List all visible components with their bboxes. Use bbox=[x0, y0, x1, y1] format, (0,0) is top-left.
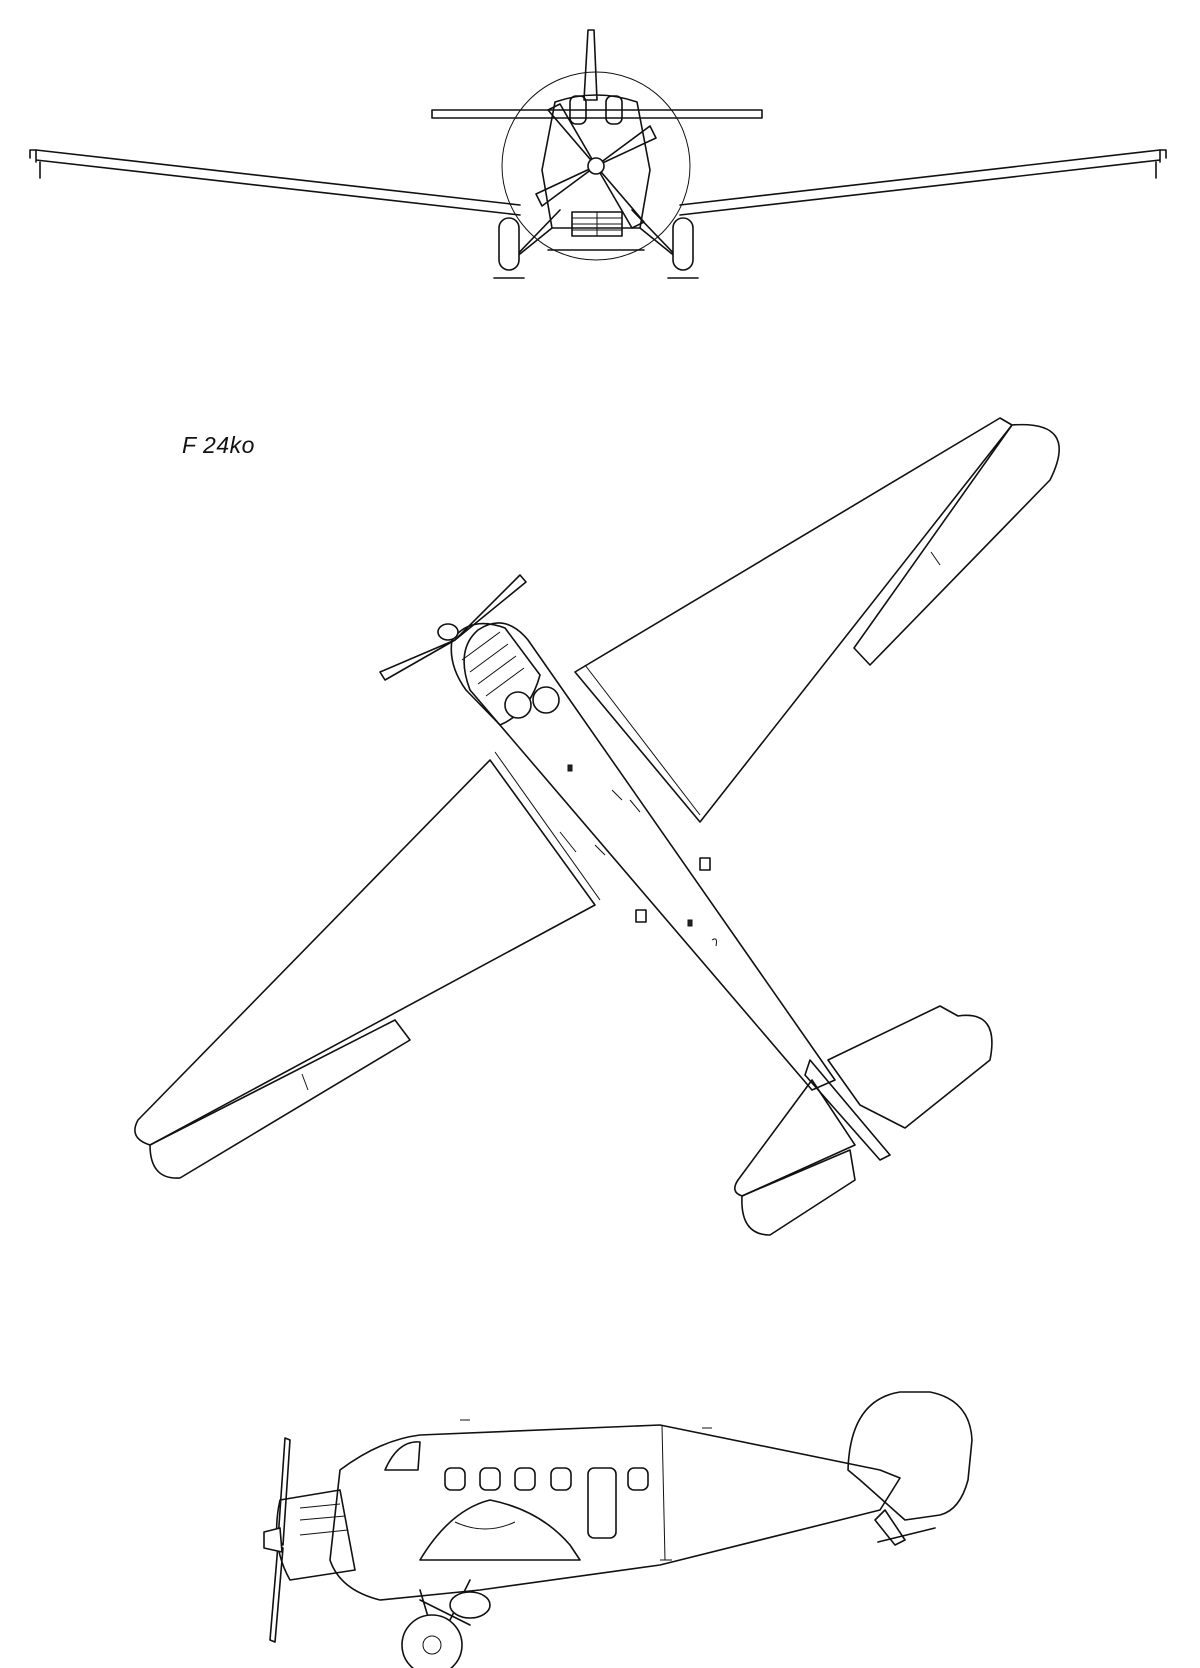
top-left-stabilizer bbox=[734, 1079, 856, 1197]
top-right-stabilizer bbox=[827, 1005, 993, 1129]
top-right-wing bbox=[574, 417, 1013, 823]
side-wing-root bbox=[419, 1499, 581, 1561]
front-prop-blade-3 bbox=[595, 125, 657, 167]
front-left-wheel bbox=[498, 217, 520, 271]
side-tail-skid bbox=[874, 1509, 906, 1546]
side-main-wheel bbox=[401, 1614, 463, 1668]
front-prop-blade-4 bbox=[535, 165, 597, 207]
side-spinner bbox=[263, 1527, 283, 1553]
top-prop-blade-1 bbox=[379, 639, 456, 681]
top-left-elevator bbox=[741, 1149, 856, 1236]
front-left-wing bbox=[35, 149, 521, 216]
side-window-2 bbox=[479, 1467, 501, 1491]
side-view bbox=[263, 1391, 973, 1668]
side-fin-rudder bbox=[847, 1391, 973, 1521]
side-door bbox=[587, 1467, 617, 1539]
front-right-wheel bbox=[672, 217, 694, 271]
top-left-aileron bbox=[149, 1019, 411, 1179]
front-right-wing bbox=[679, 149, 1161, 216]
top-fuselage bbox=[463, 622, 836, 1091]
side-fuselage bbox=[329, 1424, 901, 1601]
top-rudder bbox=[804, 1059, 891, 1161]
top-view bbox=[134, 417, 1060, 1236]
front-propeller-disc bbox=[501, 71, 691, 261]
side-window-4 bbox=[550, 1467, 572, 1491]
front-spinner bbox=[587, 157, 605, 175]
front-fin bbox=[583, 29, 598, 101]
side-engine-cowling bbox=[275, 1489, 356, 1581]
top-right-aileron bbox=[853, 423, 1060, 666]
front-gear-struts bbox=[509, 209, 683, 263]
top-prop-blade-2 bbox=[454, 574, 527, 641]
side-window-5 bbox=[627, 1467, 649, 1491]
front-view bbox=[29, 29, 1167, 279]
top-left-wing bbox=[134, 759, 596, 1146]
side-windshield bbox=[384, 1441, 421, 1471]
aircraft-designation-label: F 24ko bbox=[182, 432, 255, 458]
front-prop-blade-2 bbox=[595, 165, 645, 229]
front-prop-blade-1 bbox=[547, 103, 597, 167]
side-window-1 bbox=[444, 1467, 466, 1491]
side-window-3 bbox=[514, 1467, 536, 1491]
top-spinner bbox=[437, 623, 459, 641]
front-stabilizer bbox=[431, 109, 763, 119]
side-gear-fairing bbox=[449, 1591, 491, 1619]
